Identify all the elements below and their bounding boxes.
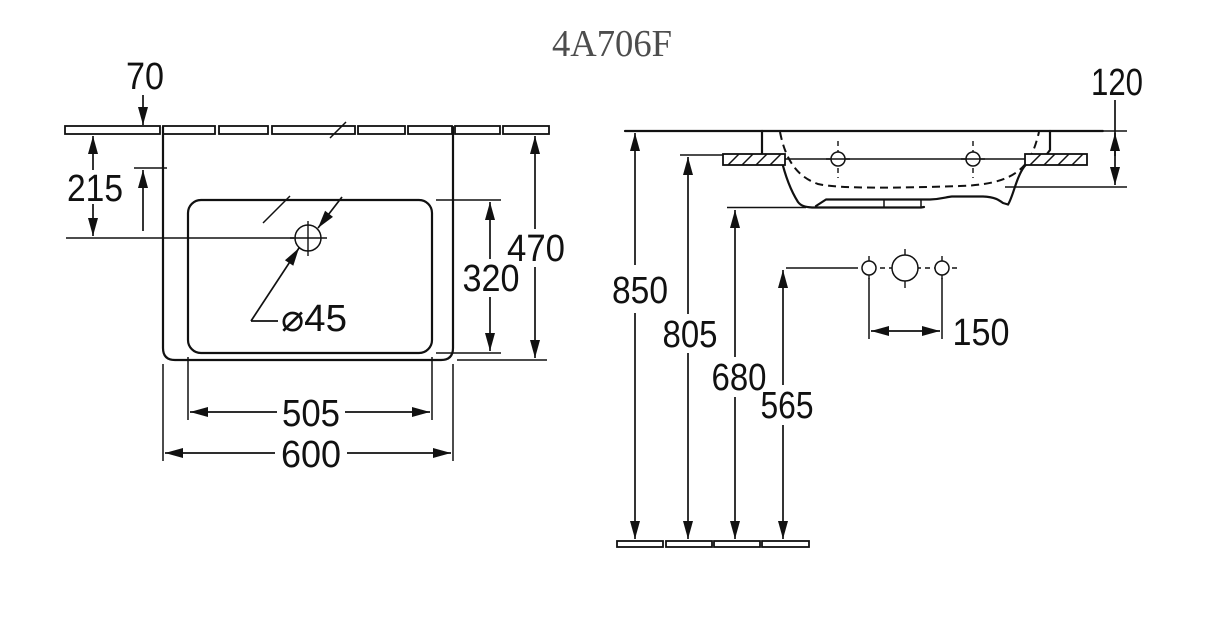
product-code-title: 4A706F [552,23,672,65]
dim-600: 600 [162,364,454,476]
elevation-view: 150 120 850 805 680 [612,62,1143,548]
wall-section-bar [64,121,550,139]
dim-470: 470 [457,136,565,361]
dim-label-850: 850 [612,270,668,312]
dim-label-215: 215 [67,168,123,210]
tap-hole-group [786,249,958,288]
bowl-section-dashed [779,131,1040,189]
dim-215: 215 [67,136,123,236]
dim-label-tap-diameter: ⌀45 [281,298,347,340]
dim-label-320: 320 [463,258,520,300]
tap-hole-diameter-callout: ⌀45 [250,196,347,340]
tap-hole [66,221,327,256]
dim-label-680: 680 [712,357,767,399]
basin-apron-right [1006,129,1052,206]
plan-view: ⌀45 70 215 320 470 [64,56,565,476]
dim-565: 565 [761,270,814,539]
fixing-hole-left [826,141,850,178]
dim-label-70: 70 [126,56,164,98]
dim-label-150: 150 [953,312,1010,354]
dim-320: 320 [436,199,520,354]
bowl-outline [186,198,434,355]
dim-150: 150 [868,278,1010,354]
dim-120: 120 [1005,62,1143,188]
mount-bracket-right [1024,153,1088,166]
dim-label-470: 470 [507,228,565,270]
dim-70: 70 [126,56,167,231]
basin-bottom-step [814,195,1010,208]
dim-850: 850 [612,133,668,539]
dim-label-120: 120 [1091,62,1143,104]
dim-805: 805 [663,157,718,539]
floor-section-bar [616,540,810,548]
dim-680: 680 [712,206,806,539]
fixing-hole-right [961,141,985,178]
wall-break-slash [329,121,347,139]
dim-label-805: 805 [663,314,718,356]
mount-bracket-left [722,153,786,166]
dim-label-565: 565 [761,385,814,427]
dim-label-505: 505 [282,393,340,435]
bowl-break-slash [262,195,291,224]
basin-apron-left [779,156,926,209]
dim-label-600: 600 [281,434,341,476]
dim-505: 505 [187,357,433,435]
